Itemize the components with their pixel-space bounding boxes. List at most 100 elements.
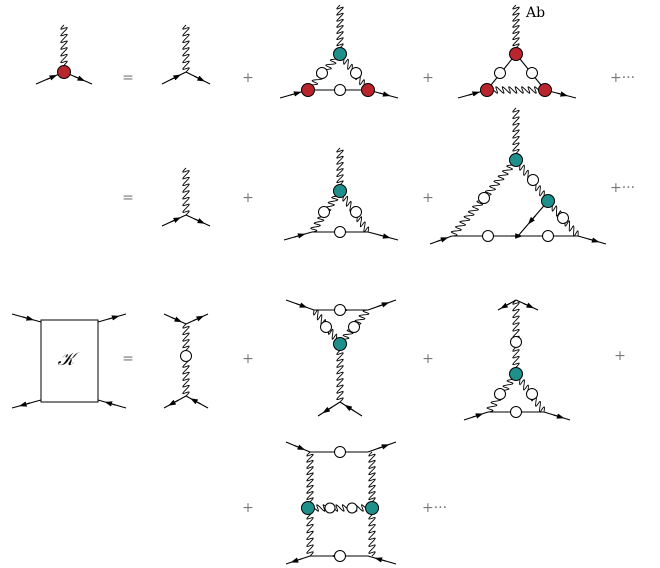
box-3g-vertex-right (365, 501, 379, 515)
tri4-right-prop-lower (557, 212, 569, 224)
ktri2-3g-vertex (509, 367, 523, 381)
tree-gluon-r2 (182, 167, 190, 216)
exchange-quark-top-in-arrow (171, 316, 183, 323)
tri2-gluon-ext (512, 4, 520, 55)
tri1-gluon-ext (336, 4, 344, 55)
ktri2-quark-prop (510, 406, 522, 418)
ktri2-quark-in-arrow (472, 413, 484, 419)
tri4-gluon-ext (512, 107, 520, 161)
tree-quark-out-r1-arrow (194, 75, 206, 82)
tri2-qg-vertex-top (509, 47, 523, 61)
exchange-quark-bottom-in-arrow (190, 398, 201, 405)
tri2-qg-vertex-left (480, 83, 494, 97)
box-quark-top-in-arrow (294, 444, 306, 451)
plus-sign-row3-a: + (242, 351, 254, 367)
ktri1-quark-bottom-right-arrow (344, 404, 355, 412)
tri2-quark-out-arrow (556, 91, 569, 97)
tri3-right-prop (350, 206, 362, 218)
box-gluon-left-lower (306, 507, 314, 557)
box-gluon-right-lower (368, 507, 376, 557)
tri2-right-prop (526, 67, 538, 79)
tri4-inner-line-arrow (527, 215, 537, 225)
box-quark-bottom-prop (334, 550, 346, 562)
lhs-quark-out-arrow (74, 75, 86, 82)
kernel-leg-in-top-arrow (22, 315, 35, 321)
lhs-gluon (60, 24, 68, 73)
ktri1-gluon-down (336, 343, 344, 403)
plus-sign-row3-b: + (422, 351, 434, 367)
tri3-quark-prop (334, 226, 346, 238)
equals-sign-row1: = (122, 70, 134, 86)
tri3-left-prop (318, 206, 330, 218)
lhs-quark-in-arrow (46, 74, 58, 81)
tri1-quark-in-arrow (290, 91, 302, 97)
tri2-qg-vertex-right (538, 83, 552, 97)
tri1-right-prop (350, 67, 362, 79)
tri4-3g-vertex-top (509, 153, 523, 167)
lhs-quark-gluon-vertex (57, 65, 71, 79)
tri3-quark-in-arrow (294, 233, 306, 239)
box-quark-top-prop (334, 446, 346, 458)
box-gluon-middle (307, 504, 373, 512)
ktri1-quark-bottom-left-arrow (322, 406, 333, 414)
plus-dots-row1: +··· (610, 70, 635, 86)
tri3-gluon-ext (336, 147, 344, 192)
kernel-box (40, 319, 99, 403)
tri4-3g-vertex-right (541, 194, 555, 208)
tri1-qg-vertex-left (301, 83, 315, 97)
equals-sign-row3: = (122, 351, 134, 367)
ktri1-quark-prop (334, 304, 346, 316)
plus-sign-row3-c: + (614, 348, 626, 364)
plus-sign-row1-a: + (242, 70, 254, 86)
kernel-leg-in-bottom-arrow (18, 401, 31, 407)
box-mid-prop-1 (324, 502, 336, 514)
plus-sign-row2-b: + (422, 190, 434, 206)
tri2-quark-in-arrow (468, 91, 481, 97)
tree-gluon-r1 (182, 24, 190, 73)
ktri2-gluon-prop (510, 336, 522, 348)
exchange-quark-bottom-out-arrow (168, 399, 179, 406)
equals-sign-row2: = (122, 190, 134, 206)
ktri1-left-prop (320, 321, 332, 333)
box-quark-bottom-in-arrow (374, 557, 386, 563)
exchange-gluon-prop (180, 350, 192, 362)
kernel-leg-out-top-arrow (108, 315, 120, 321)
kernel-label: 𝒦 (58, 349, 80, 370)
plus-sign-row1-b: + (422, 70, 434, 86)
tri1-left-prop (316, 67, 328, 79)
tri3-3g-vertex (333, 184, 347, 198)
plus-sign-row4: + (242, 500, 254, 516)
tri4-quark-prop-left (482, 230, 494, 242)
ab-label: Ab (525, 5, 545, 21)
tri1-quark-out-arrow (378, 91, 391, 97)
tri4-left-prop (478, 192, 490, 204)
ktri2-quark-top-right-arrow (523, 302, 535, 309)
tri1-quark-prop (334, 84, 346, 96)
ktri2-right-prop (526, 388, 538, 400)
box-gluon-right-upper (368, 451, 376, 509)
tri4-right-prop-upper (527, 174, 539, 186)
tri1-qg-vertex-right (361, 83, 375, 97)
tree-quark-out-r2-arrow (194, 218, 206, 224)
plus-dots-row4: +··· (422, 500, 447, 516)
box-mid-prop-2 (346, 502, 358, 514)
ktri2-quark-out-arrow (553, 413, 565, 419)
ktri2-quark-top-left-arrow (500, 302, 511, 309)
ktri1-3g-vertex (333, 337, 347, 351)
tree-quark-in-r1-arrow (170, 74, 182, 81)
tri1-3g-vertex (333, 47, 347, 61)
kernel-leg-out-bottom-arrow (104, 401, 116, 407)
exchange-quark-top-out-arrow (193, 315, 205, 322)
plus-dots-row2: +··· (610, 180, 635, 196)
ktri2-left-prop (494, 388, 506, 400)
tri4-quark-prop-right (542, 230, 554, 242)
box-3g-vertex-left (301, 501, 315, 515)
tri2-gluon-bottom (486, 86, 546, 94)
ktri1-right-prop (348, 321, 360, 333)
tri4-quark-out-arrow (588, 237, 600, 243)
box-quark-top-out-arrow (378, 444, 390, 450)
box-gluon-left-upper (306, 451, 314, 509)
tri3-quark-out-arrow (378, 233, 391, 239)
plus-sign-row2-a: + (242, 190, 254, 206)
